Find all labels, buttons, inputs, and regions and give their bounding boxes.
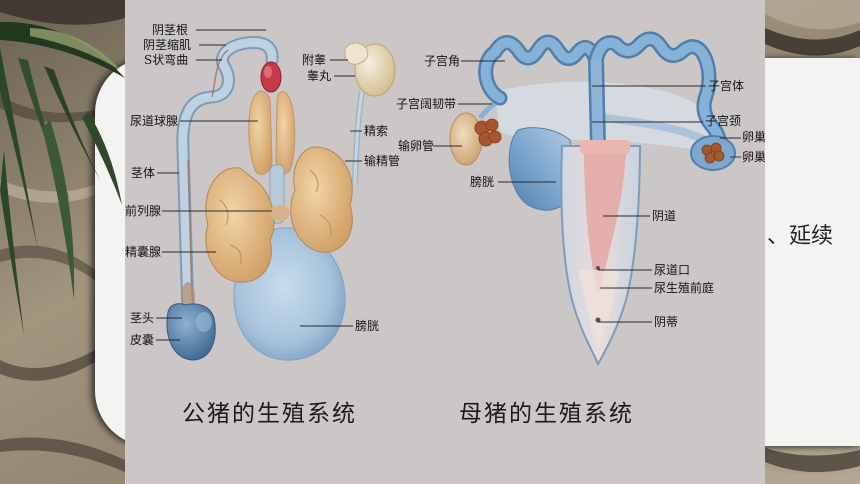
ovarian-bursa-shape	[449, 112, 483, 166]
label-glans-penis: 茎头	[130, 311, 155, 325]
seminal-vesicle-left	[205, 167, 275, 283]
bulbourethral-gland-left	[248, 90, 273, 175]
marble-streak	[0, 245, 95, 280]
female-caption: 母猪的生殖系统	[459, 401, 634, 427]
leaf	[44, 66, 100, 180]
side-text: 、延续	[767, 224, 834, 249]
label-retractor-penis-muscle: 阴茎缩肌	[143, 38, 192, 52]
retractor-muscle-shape	[211, 49, 229, 98]
label-male-bladder: 膀胱	[355, 319, 380, 333]
marble-streak	[0, 95, 95, 123]
diagram-image: 阴茎根 阴茎缩肌 S状弯曲 尿道球腺 茎体 前列腺 精囊腺 茎头 皮囊 附睾 睾…	[125, 0, 765, 484]
diagram-stage: 阴茎根 阴茎缩肌 S状弯曲 尿道球腺 茎体 前列腺 精囊腺 茎头 皮囊 附睾 睾…	[125, 0, 765, 484]
label-spermatic-cord: 精索	[364, 124, 389, 138]
penis-bulb-highlight	[264, 66, 272, 78]
clitoris-dot	[595, 317, 601, 323]
label-uterine-body: 子宫体	[708, 79, 745, 93]
right-oviduct-shape	[604, 114, 707, 144]
right-uterine-horn-highlight	[591, 33, 725, 153]
male-caption: 公猪的生殖系统	[182, 401, 357, 427]
label-urethral-opening: 尿道口	[654, 263, 691, 277]
seminal-vesicle-right	[290, 146, 353, 253]
label-ovary-1: 卵巢	[742, 130, 765, 144]
marble-streak	[765, 448, 860, 473]
epididymis-shape	[344, 42, 369, 65]
cervix-shape	[580, 140, 630, 154]
label-penis-body: 茎体	[131, 166, 156, 180]
retractor-muscle-shape	[187, 159, 193, 301]
leaf	[30, 28, 120, 70]
label-seminal-vesicle: 精囊腺	[125, 245, 162, 259]
prepuce-highlight	[196, 312, 212, 332]
urethral-opening-dot	[596, 266, 600, 270]
marble-streak	[765, 28, 860, 56]
bulbourethral-gland-right	[275, 91, 296, 175]
female-reproductive-system	[449, 31, 736, 367]
right-ovary-shape	[701, 142, 725, 164]
female-bladder-shape	[508, 127, 575, 211]
label-ovary-2: 卵巢	[742, 150, 765, 164]
marble-streak	[0, 437, 125, 472]
leaf	[0, 48, 38, 250]
label-prostate: 前列腺	[125, 204, 162, 218]
label-vagina: 阴道	[652, 209, 677, 223]
marble-streak	[765, 470, 860, 484]
label-testis: 睾丸	[307, 69, 332, 83]
vagina-mucosa-shape	[584, 150, 626, 295]
label-female-bladder: 膀胱	[470, 175, 495, 189]
label-clitoris: 阴蒂	[654, 315, 679, 329]
label-penis-root: 阴茎根	[152, 23, 189, 37]
prostate-shape	[270, 205, 290, 221]
vestibule-shape	[578, 270, 620, 350]
label-preputial-sac: 皮囊	[130, 333, 155, 347]
label-sigmoid-flexure: S状弯曲	[144, 53, 189, 67]
anatomy-drawing	[156, 29, 741, 367]
marble-streak	[0, 0, 125, 25]
male-reproductive-system	[166, 36, 396, 361]
leaf	[0, 21, 125, 78]
label-epididymis: 附睾	[302, 53, 327, 67]
label-oviduct: 输卵管	[398, 139, 435, 153]
leaf	[42, 120, 75, 300]
marble-streak	[0, 350, 95, 381]
right-ovary-capsule	[690, 135, 736, 171]
label-vas-deferens: 输精管	[364, 154, 401, 168]
leaf	[82, 112, 122, 205]
uterine-body-highlight	[590, 59, 604, 146]
penis-bulb-shape	[260, 61, 282, 93]
label-urogenital-vestibule: 尿生殖前庭	[654, 281, 715, 295]
label-uterine-horn: 子宫角	[424, 54, 461, 68]
leaf	[0, 150, 24, 335]
left-uterine-horn-highlight	[480, 37, 601, 103]
left-ovary-shape	[474, 118, 502, 147]
spermatic-cord-highlight	[353, 91, 364, 184]
bamboo-leaves	[0, 21, 125, 335]
label-bulbourethral-gland: 尿道球腺	[130, 114, 179, 128]
penis-highlight	[178, 38, 277, 317]
label-broad-ligament: 子宫阔韧带	[396, 97, 457, 111]
marble-streak	[0, 180, 95, 203]
marble-streak	[765, 0, 860, 30]
leader-lines	[156, 29, 741, 341]
prepuce-shape	[166, 303, 216, 361]
label-cervix: 子宫颈	[705, 114, 742, 128]
